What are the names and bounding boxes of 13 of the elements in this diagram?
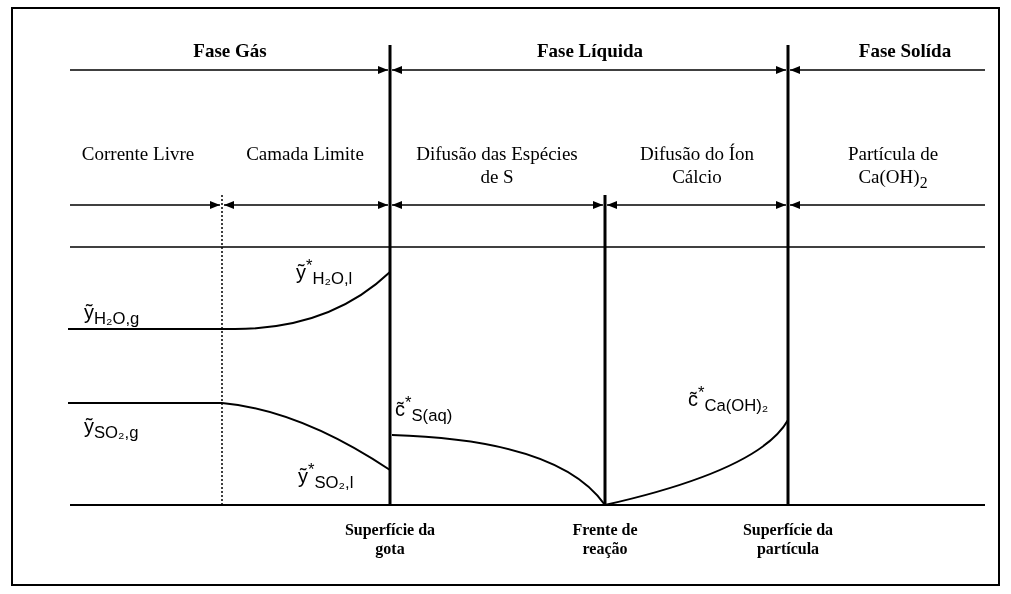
position-label: Superfície da gota: [343, 520, 437, 559]
position-label: Frente de reação: [571, 520, 639, 559]
region-label: Corrente Livre: [80, 143, 196, 166]
phase-label: Fase Líquida: [536, 40, 644, 63]
phase-label: Fase Solída: [858, 40, 952, 63]
concentration-symbol: ỹ$_{H₂O,g}$: [84, 300, 140, 329]
region-label: Camada Limite: [245, 143, 365, 166]
concentration-symbol: ỹ$_{SO₂,g}$: [84, 414, 139, 443]
region-label: Difusão das Espécies de S: [415, 143, 579, 189]
position-label: Superfície da partícula: [741, 520, 835, 559]
phase-label: Fase Gás: [193, 40, 267, 63]
region-label: Difusão do Íon Cálcio: [639, 143, 755, 189]
region-label: Partícula de Ca(OH)$_{2}$: [846, 143, 940, 193]
